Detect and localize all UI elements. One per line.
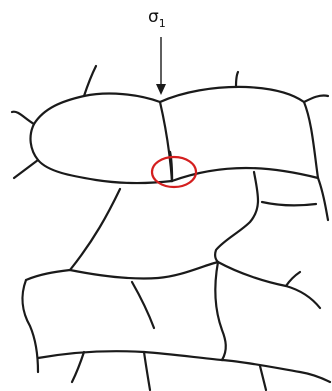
cell-boundary-lower-left [26,270,70,280]
cell-boundary-vertical-upper [160,102,172,181]
cell-boundary-lower-middle [132,282,154,328]
cell-boundary-middle-right [215,172,258,262]
downward-arrow-icon [156,84,166,95]
cell-boundary-right-middle [262,202,316,205]
cell-boundary-left-top-edge [12,112,34,124]
cell-boundary-left-edge [14,160,38,178]
cell-boundary-top-right [160,87,318,178]
cell-boundary-lower-right [215,262,225,360]
cell-boundary-lower-bottom [38,351,222,360]
cell-boundary-right-spike [304,95,328,102]
cell-boundary-top-right-spike [236,72,238,87]
cell-boundary-middle-left [70,189,120,270]
cell-boundary-bottom-spike-3 [72,352,84,382]
highlight-ellipse [152,157,196,187]
cell-boundary-right-lower-edge [318,178,328,220]
cell-boundary-right-lower [218,262,320,308]
cell-boundary-top-left [31,94,172,184]
cell-boundary-bottom-right [222,360,330,382]
cell-boundary-bottom-spike-1 [144,352,150,390]
cell-boundary-bottom-spike-2 [260,366,266,390]
cell-boundary-right-spike-lower [286,272,300,286]
cell-boundary-lower-top [23,280,38,372]
cell-boundary-top-spike [84,66,96,96]
cell-boundary-middle-bottom [70,262,218,279]
stress-label: σ1 [148,7,166,30]
